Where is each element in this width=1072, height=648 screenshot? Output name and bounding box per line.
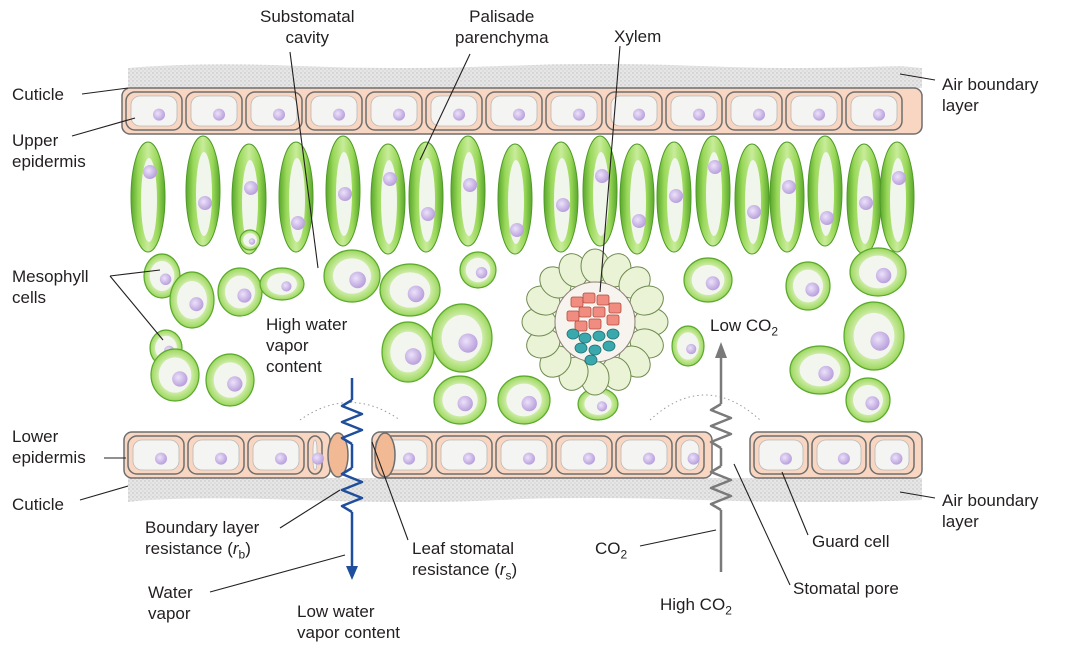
leader-cuticle-top xyxy=(82,88,128,94)
palisade-cell xyxy=(451,136,485,246)
label-xylem: Xylem xyxy=(614,26,661,47)
guard-cell-right-shape xyxy=(375,433,395,477)
leader-co2 xyxy=(640,530,716,546)
palisade-cell xyxy=(696,136,730,246)
mesophyll-cell xyxy=(218,268,262,316)
label-guard-cell: Guard cell xyxy=(812,531,889,552)
palisade-cell xyxy=(326,136,360,246)
mesophyll-cell xyxy=(846,378,890,422)
label-co2: CO2 xyxy=(595,538,627,565)
palisade-cell xyxy=(131,142,165,252)
palisade-cell xyxy=(847,144,881,254)
upper-epidermal-cell xyxy=(126,92,182,130)
upper-epidermal-cell xyxy=(186,92,242,130)
upper-epidermal-cell xyxy=(426,92,482,130)
mesophyll-cell xyxy=(460,252,496,288)
label-cuticle-top: Cuticle xyxy=(12,84,64,105)
palisade-cell xyxy=(880,142,914,252)
palisade-cell xyxy=(186,136,220,246)
lower-epidermal-cell xyxy=(496,436,552,474)
lower-epidermal-cell xyxy=(556,436,612,474)
mesophyll-cell xyxy=(380,264,440,316)
label-high-water-vapor: High watervaporcontent xyxy=(266,314,347,377)
upper-epidermis xyxy=(122,88,922,134)
label-air-boundary-bottom: Air boundarylayer xyxy=(942,490,1038,532)
lower-epidermal-cell xyxy=(754,436,808,474)
mesophyll-cell xyxy=(672,326,704,366)
mesophyll-cell xyxy=(432,304,492,372)
upper-epidermal-cell xyxy=(366,92,422,130)
upper-epidermal-cell xyxy=(726,92,782,130)
stomatal-resistance-zigzag-water xyxy=(342,400,362,444)
lower-epidermal-cell xyxy=(870,436,914,474)
mesophyll-cell xyxy=(434,376,486,424)
upper-air-boundary-layer xyxy=(128,64,922,88)
upper-epidermal-cell xyxy=(246,92,302,130)
palisade-cell xyxy=(620,144,654,254)
label-cuticle-bottom: Cuticle xyxy=(12,494,64,515)
upper-epidermal-cell xyxy=(666,92,722,130)
lower-epidermal-cell xyxy=(248,436,304,474)
palisade-cell xyxy=(371,144,405,254)
stomatal-resistance-zigzag-co2 xyxy=(711,404,731,448)
palisade-cell xyxy=(544,142,578,252)
lower-epidermis xyxy=(124,432,922,478)
mesophyll-cell xyxy=(684,258,732,302)
upper-epidermal-cell xyxy=(306,92,362,130)
mesophyll-cell xyxy=(151,349,199,401)
lower-epidermal-cell xyxy=(128,436,184,474)
mesophyll-cell xyxy=(206,354,254,406)
lower-epidermal-cell xyxy=(188,436,244,474)
palisade-cell xyxy=(279,142,313,252)
palisade-cell xyxy=(770,142,804,252)
mesophyll-cell xyxy=(260,268,304,300)
upper-epidermal-cell xyxy=(546,92,602,130)
diffusion-shell-left xyxy=(300,403,400,421)
co2-pathway xyxy=(711,342,731,572)
mesophyll-cell xyxy=(850,248,906,296)
diffusion-shell-right xyxy=(650,395,760,420)
vascular-bundle xyxy=(522,249,668,395)
lower-air-boundary-layer xyxy=(128,478,922,502)
lower-epidermal-cell xyxy=(812,436,866,474)
upper-epidermal-cell xyxy=(786,92,842,130)
palisade-cell xyxy=(583,136,617,246)
mesophyll-cell xyxy=(382,322,434,382)
label-low-co2: Low CO2 xyxy=(710,315,778,342)
label-stomatal-pore: Stomatal pore xyxy=(793,578,899,599)
palisade-cell xyxy=(808,136,842,246)
mesophyll-cell xyxy=(844,302,904,370)
lower-epidermal-cell xyxy=(436,436,492,474)
lower-epidermal-cell xyxy=(308,436,324,474)
lower-epidermal-cell xyxy=(676,436,704,474)
palisade-cell xyxy=(498,144,532,254)
lower-epidermal-cell xyxy=(616,436,672,474)
mesophyll-cell xyxy=(240,230,260,250)
upper-epidermal-cell xyxy=(846,92,902,130)
label-leaf-stomatal-resistance: Leaf stomatal resistance (rs) xyxy=(412,538,517,586)
upper-epidermal-cell xyxy=(486,92,542,130)
palisade-cell xyxy=(657,142,691,252)
label-high-co2: High CO2 xyxy=(660,594,732,621)
water-vapor-arrowhead xyxy=(346,566,358,580)
co2-arrowhead xyxy=(715,342,727,358)
label-boundary-layer-resistance: Boundary layer resistance (rb) xyxy=(145,517,259,565)
mesophyll-cell xyxy=(786,262,830,310)
mesophyll-cell xyxy=(170,272,214,328)
mesophyll-cell xyxy=(324,250,380,302)
palisade-cell xyxy=(735,144,769,254)
palisade-cell xyxy=(409,142,443,252)
leader-cuticle-bottom xyxy=(80,486,128,500)
mesophyll-cell xyxy=(498,376,550,424)
mesophyll-cell xyxy=(790,346,850,394)
